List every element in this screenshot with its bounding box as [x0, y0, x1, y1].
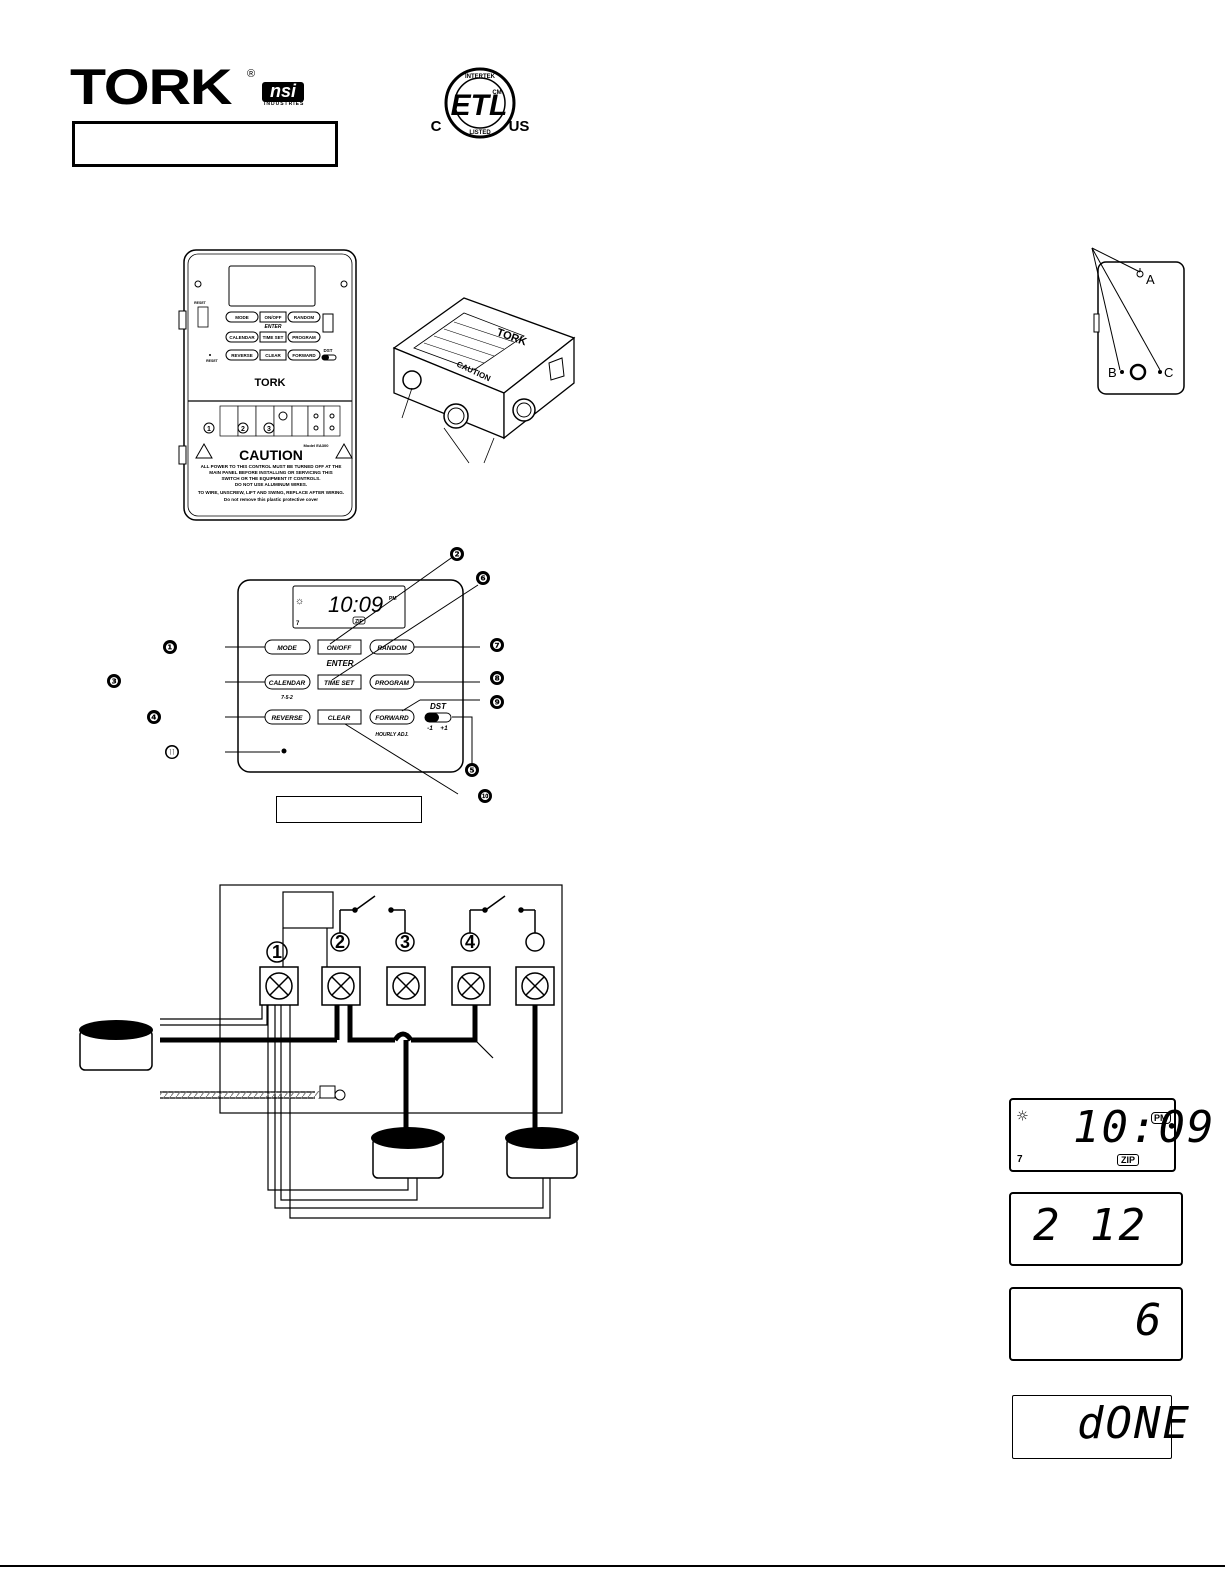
callout-6: ❻ [478, 573, 487, 585]
dev-enter: ENTER [265, 324, 282, 330]
lcd-bulb-icon: ☼ [1017, 1106, 1030, 1127]
kp-btn-clear: CLEAR [328, 715, 351, 722]
dev-term-1: 1 [207, 426, 211, 433]
kp-btn-mode: MODE [277, 645, 297, 652]
kp-dst-plus: +1 [440, 725, 448, 732]
dev-btn-reverse: REVERSE [231, 353, 253, 358]
dev-brand: TORK [255, 377, 286, 389]
kp-btn-timeset: TIME SET [324, 680, 355, 687]
kp-lcd-day: 7 [296, 621, 300, 627]
kp-btn-calendar: CALENDAR [269, 680, 306, 687]
kp-enter: ENTER [326, 659, 353, 668]
lcd-example-done-main: dONE [1077, 1398, 1191, 1449]
kp-btn-forward: FORWARD [375, 715, 409, 722]
dev-caution-line-3: SWITCH OR THE EQUIPMENT IT CONTROLS. [221, 476, 320, 481]
wiring-diagram: 1 2 3 4 [79, 884, 579, 1219]
dev-btn-program: PROGRAM [292, 335, 316, 340]
dev-caution-line-5: TO WIRE, UNSCREW, LIFT AND SWING, REPLAC… [198, 490, 344, 495]
wire-term-1: 1 [272, 942, 282, 962]
nsi-caption: INDUSTRIES [264, 101, 305, 107]
kp-hourly: HOURLY ADJ. [375, 732, 408, 738]
dev-btn-mode: MODE [235, 315, 249, 320]
device-front-figure: MODE ON/OFF RANDOM ENTER CALENDAR TIME S… [178, 249, 357, 521]
kp-lcd-bulb-icon: ☼ [295, 596, 304, 607]
dev-btn-clear: CLEAR [265, 353, 281, 358]
callout-8: ❽ [492, 673, 501, 685]
dev-model: Model EA300 [304, 443, 330, 448]
dev-caution: CAUTION [239, 447, 303, 463]
kp-btn-onoff: ON/OFF [327, 645, 353, 652]
kp-dst-minus: -1 [427, 725, 433, 732]
lcd-example-ampm: PM [1151, 1112, 1171, 1124]
nsi-logo: nsi [262, 82, 304, 102]
page-bottom-rule [0, 1565, 1225, 1567]
wire-term-2: 2 [335, 932, 345, 952]
kp-btn-reverse: REVERSE [271, 715, 303, 722]
callout-1: ❶ [165, 642, 174, 654]
kp-calendar-sub: 7-5-2 [281, 695, 293, 701]
dev-caution-line-6: Do not remove this plastic protective co… [224, 497, 318, 502]
kp-btn-random: RANDOM [377, 645, 407, 652]
wire-term-3: 3 [400, 932, 410, 952]
callout-9: ❾ [492, 697, 501, 709]
hole-label-c: C [1164, 365, 1173, 380]
cert-top-ring: INTERTEK [465, 74, 496, 80]
kp-btn-program: PROGRAM [375, 680, 410, 687]
wire-term-4: 4 [465, 932, 475, 952]
figure-caption-box [276, 796, 422, 823]
cert-c: C [431, 118, 442, 135]
dev-term-3: 3 [267, 426, 271, 433]
dev-caution-line-1: ALL POWER TO THIS CONTROL MUST BE TURNED… [201, 464, 342, 469]
lcd-example-date: 2 12 [1009, 1192, 1183, 1266]
mounting-holes-figure: A B C [1091, 247, 1185, 395]
callout-7: ❼ [492, 640, 501, 652]
lcd-example-time-main: 10:09 [1073, 1102, 1216, 1153]
hole-label-b: B [1108, 365, 1117, 380]
callout-10: ❿ [480, 791, 489, 803]
hole-label-a: A [1146, 272, 1155, 287]
lcd-example-tag: ZIP [1117, 1154, 1140, 1166]
kp-lcd-tag: ZIP [355, 619, 363, 625]
kp-dst: DST [430, 702, 447, 711]
keypad-figure: ☼ 10:09 PM 7 ZIP MODE ON/OFF RANDOM ENTE… [107, 547, 504, 803]
kp-lcd-time: 10:09 [328, 592, 383, 617]
lcd-example-digit: 6 [1009, 1287, 1183, 1361]
etl-listed-mark: INTERTEK LISTED C US ETL CM [431, 67, 530, 139]
dev-btn-forward: FORWARD [292, 353, 316, 358]
device-angle-figure: TORK CAUTION [392, 297, 576, 464]
lcd-example-time: ☼ 10:09 PM 7 ZIP [1009, 1098, 1213, 1172]
dev-reset: RESET [206, 359, 219, 363]
callout-2: ❷ [452, 549, 461, 561]
dev-btn-onoff: ON/OFF [265, 315, 282, 320]
dev-term-2: 2 [241, 426, 245, 433]
dev-dst: DST [324, 348, 333, 353]
dev-reset-top: RESET [194, 301, 207, 305]
lcd-example-digit-main: 6 [1135, 1295, 1164, 1346]
registered-mark: ® [247, 68, 256, 80]
callout-11: ⓫ [167, 745, 178, 759]
callout-3: ❸ [109, 676, 118, 688]
dev-btn-calendar: CALENDAR [229, 335, 255, 340]
tork-logo: TORK [70, 59, 233, 115]
cert-small: CM [492, 90, 501, 96]
callout-4: ❹ [149, 712, 158, 724]
dev-btn-random: RANDOM [294, 315, 314, 320]
dev-btn-timeset: TIME SET [263, 335, 284, 340]
dev-caution-line-4: DO NOT USE ALUMINUM WIRES. [235, 482, 307, 487]
cert-bottom-ring: LISTED [469, 130, 491, 136]
callout-5: ❺ [467, 765, 476, 777]
cert-us: US [509, 118, 530, 135]
lcd-example-day: 7 [1017, 1154, 1023, 1165]
lcd-example-date-main: 2 12 [1033, 1200, 1147, 1251]
cert-letters: ETL [451, 89, 508, 122]
document-title-box [72, 121, 338, 167]
dev-caution-line-2: MAIN PANEL BEFORE INSTALLING OR SERVICIN… [209, 470, 332, 475]
lcd-example-done: dONE [1012, 1395, 1189, 1459]
